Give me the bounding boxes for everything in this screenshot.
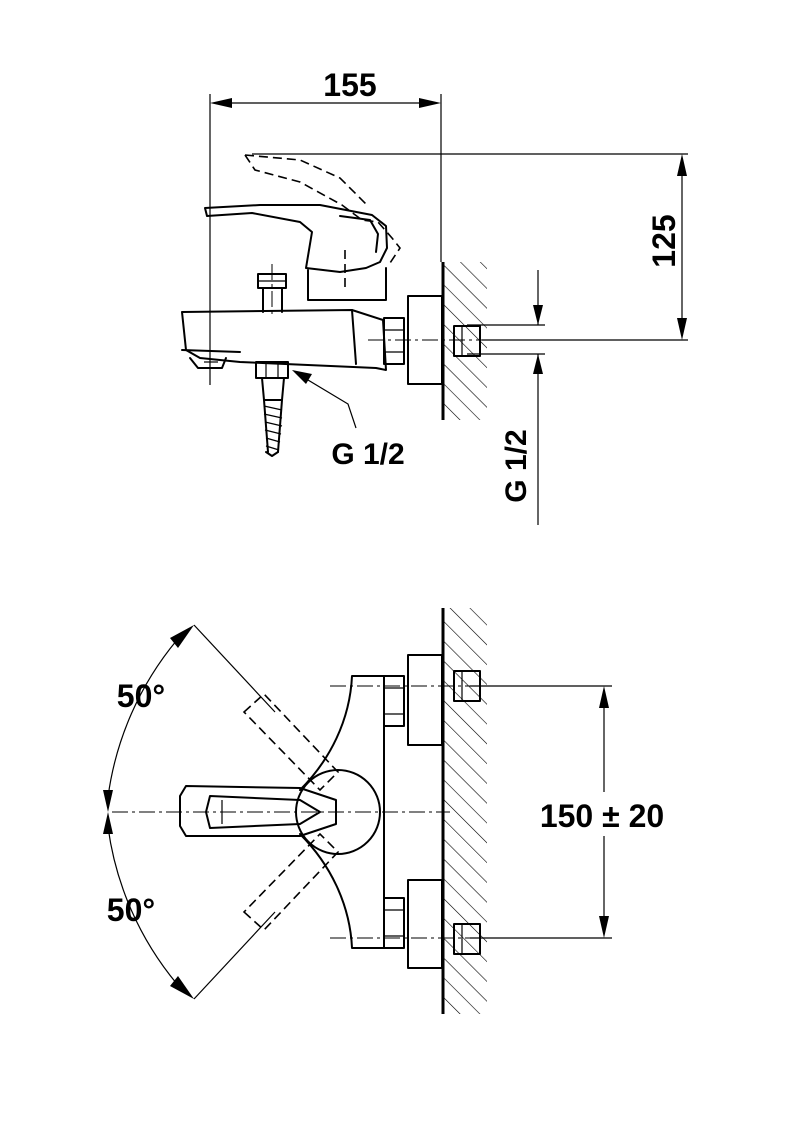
lever-swung-outline [242, 692, 340, 932]
spacing-dimension-label: 150 ± 20 [540, 798, 664, 834]
side-view: 155 125 G 1/2 [181, 67, 688, 525]
spacing-dimension: 150 ± 20 [470, 685, 692, 939]
shower-hose [263, 399, 283, 457]
hose-thread-callout: G 1/2 [292, 370, 405, 471]
swing-angle-dimension: 50° 50° [103, 624, 276, 1000]
hose-thread-label: G 1/2 [331, 438, 404, 471]
lower-angle-label: 50° [107, 892, 155, 928]
inlet-thread-dimension: G 1/2 [467, 270, 545, 525]
height-dimension: 125 [252, 153, 688, 341]
lever-top [179, 769, 381, 855]
top-view: 150 ± 20 50° 50° [103, 608, 692, 1014]
height-dimension-label: 125 [646, 214, 682, 267]
inlet-thread-label: G 1/2 [500, 429, 533, 502]
diverter-knob [257, 264, 287, 316]
width-dimension: 155 [209, 67, 442, 385]
side-connector [383, 295, 481, 385]
mixer-lever [204, 204, 388, 273]
mixer-body-top [299, 675, 385, 949]
top-connectors [330, 654, 481, 969]
upper-angle-label: 50° [117, 678, 165, 714]
width-dimension-label: 155 [323, 67, 376, 103]
cartridge-housing [307, 267, 387, 301]
lever-raised-outline [244, 154, 401, 290]
hose-connector [255, 361, 289, 401]
